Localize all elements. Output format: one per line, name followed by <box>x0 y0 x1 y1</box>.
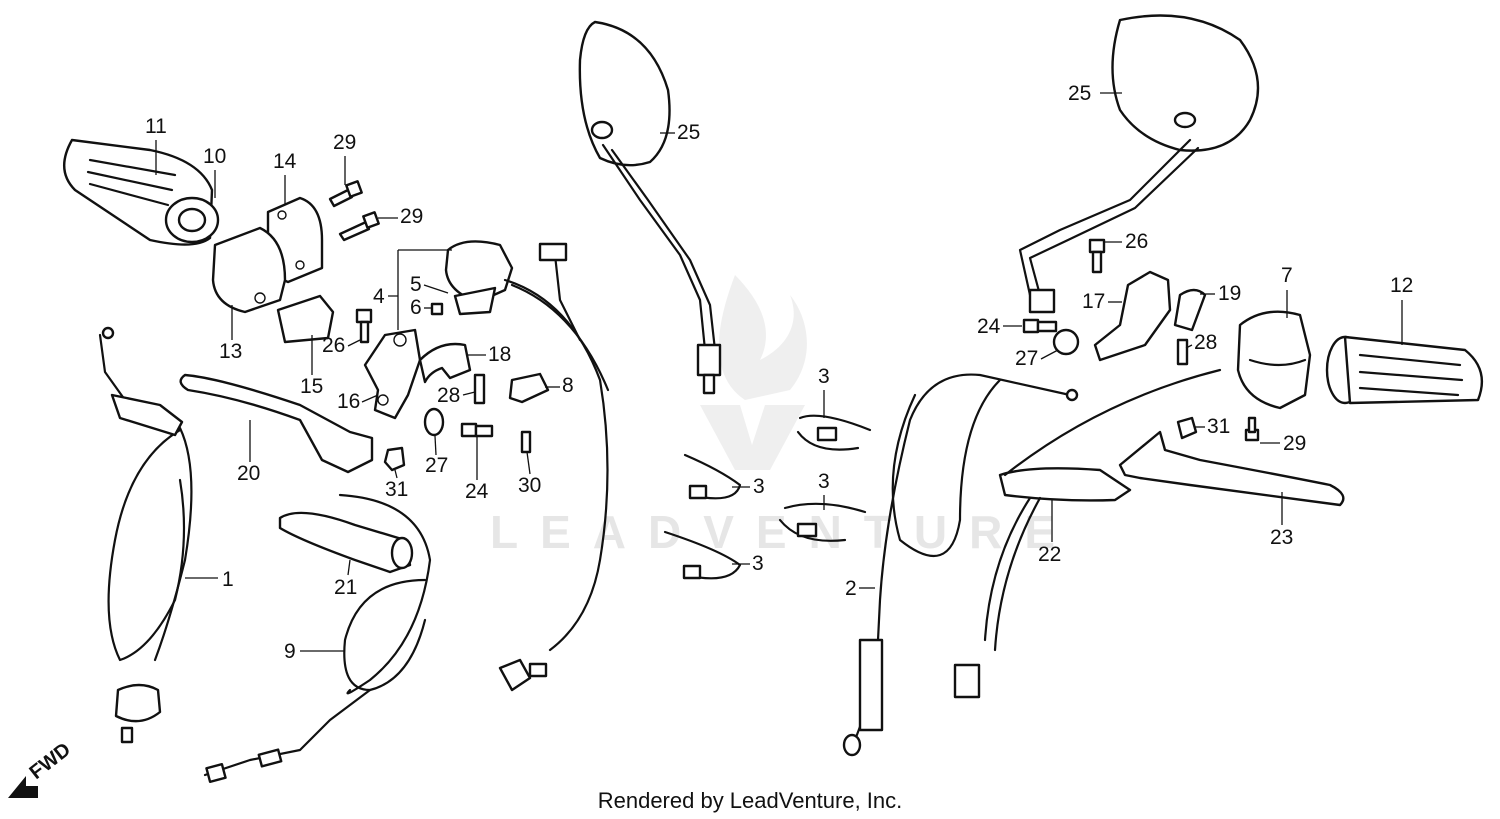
callout-25-right: 25 <box>1068 82 1091 105</box>
callout-28-left: 28 <box>437 384 460 407</box>
clutch-switch-8 <box>508 372 550 404</box>
choke-lever <box>278 511 414 574</box>
callout-30: 30 <box>518 474 541 497</box>
callout-19: 19 <box>1218 282 1241 305</box>
watermark: LEADVENTURE <box>490 275 1077 558</box>
band-3-a <box>796 414 872 451</box>
left-grip <box>63 138 220 246</box>
callout-14: 14 <box>273 150 297 173</box>
callout-22: 22 <box>1038 543 1061 566</box>
callout-29-upper: 29 <box>333 131 356 154</box>
callout-1: 1 <box>222 568 234 591</box>
callout-21: 21 <box>334 576 357 599</box>
callout-3-c: 3 <box>818 470 830 493</box>
band-3-b <box>683 453 742 500</box>
callout-12: 12 <box>1390 274 1413 297</box>
left-switch-harness <box>498 242 610 692</box>
callout-20: 20 <box>237 462 260 485</box>
choke-cable <box>203 493 432 784</box>
bolt-24-left <box>460 422 494 438</box>
throttle-housing <box>211 226 287 314</box>
throttle-cable <box>98 326 193 744</box>
screw-29-lower <box>338 211 380 242</box>
screw-28-left <box>473 373 486 405</box>
callout-10: 10 <box>203 145 226 168</box>
screw-6 <box>430 302 444 316</box>
callout-26-left: 26 <box>322 334 345 357</box>
callout-24-right: 24 <box>977 315 1001 338</box>
callout-28-right: 28 <box>1194 331 1217 354</box>
callout-26-right: 26 <box>1125 230 1148 253</box>
band-3-d <box>663 530 742 580</box>
callout-29-right: 29 <box>1283 432 1306 455</box>
adjuster-27-right <box>1052 328 1080 356</box>
nut-31-right <box>1176 416 1198 440</box>
callout-16: 16 <box>337 390 360 413</box>
right-switch-harness <box>953 368 1222 699</box>
right-grip <box>1325 335 1483 405</box>
nut-31-left <box>383 446 406 472</box>
callouts: 11 10 14 29 29 13 15 26 16 4 5 6 <box>145 82 1413 663</box>
throttle-cover <box>276 294 335 344</box>
callout-31-right: 31 <box>1207 415 1230 438</box>
right-switch-housing <box>1236 310 1312 410</box>
front-brake-bracket <box>1093 270 1172 362</box>
callout-17: 17 <box>1082 290 1105 313</box>
bolt-26-left <box>355 308 373 344</box>
holder-19 <box>1173 288 1207 332</box>
callout-31-left: 31 <box>385 478 408 501</box>
bolt-24-right <box>1022 318 1058 334</box>
clutch-cable <box>842 373 1079 757</box>
callout-5: 5 <box>410 273 422 296</box>
callout-8: 8 <box>562 374 574 397</box>
callout-3-d: 3 <box>752 552 764 575</box>
clutch-lever <box>179 373 374 474</box>
callout-11: 11 <box>145 115 167 138</box>
band-3-c <box>778 502 867 542</box>
callout-7: 7 <box>1281 264 1293 287</box>
callout-9: 9 <box>284 640 296 663</box>
callout-15: 15 <box>300 375 323 398</box>
screw-28-right <box>1176 338 1189 366</box>
adjuster-27-left <box>423 407 445 437</box>
left-switch-assembly <box>444 240 514 316</box>
callout-4: 4 <box>373 285 385 308</box>
callout-3-b: 3 <box>753 475 765 498</box>
screw-29-right <box>1244 416 1260 442</box>
callout-24-left: 24 <box>465 480 489 503</box>
callout-6: 6 <box>410 296 422 319</box>
callout-29-lower: 29 <box>400 205 423 228</box>
watermark-text: LEADVENTURE <box>490 506 1077 558</box>
callout-3-a: 3 <box>818 365 830 388</box>
left-mirror <box>578 20 722 395</box>
callout-23: 23 <box>1270 526 1293 549</box>
screw-30 <box>520 430 532 454</box>
right-mirror <box>1018 14 1260 314</box>
callout-27-left: 27 <box>425 454 448 477</box>
callout-13: 13 <box>219 340 242 363</box>
callout-27-right: 27 <box>1015 347 1038 370</box>
front-brake-lever <box>1118 430 1345 507</box>
callout-18: 18 <box>488 343 511 366</box>
callout-2: 2 <box>845 577 857 600</box>
fwd-label: FWD <box>26 739 75 784</box>
clutch-lever-bracket <box>363 328 422 420</box>
footer-credit: Rendered by LeadVenture, Inc. <box>597 788 903 813</box>
clamp-holder-18 <box>418 342 472 384</box>
bolt-26-right <box>1088 238 1106 274</box>
screw-29-upper <box>328 180 363 208</box>
callout-25-left: 25 <box>677 121 700 144</box>
